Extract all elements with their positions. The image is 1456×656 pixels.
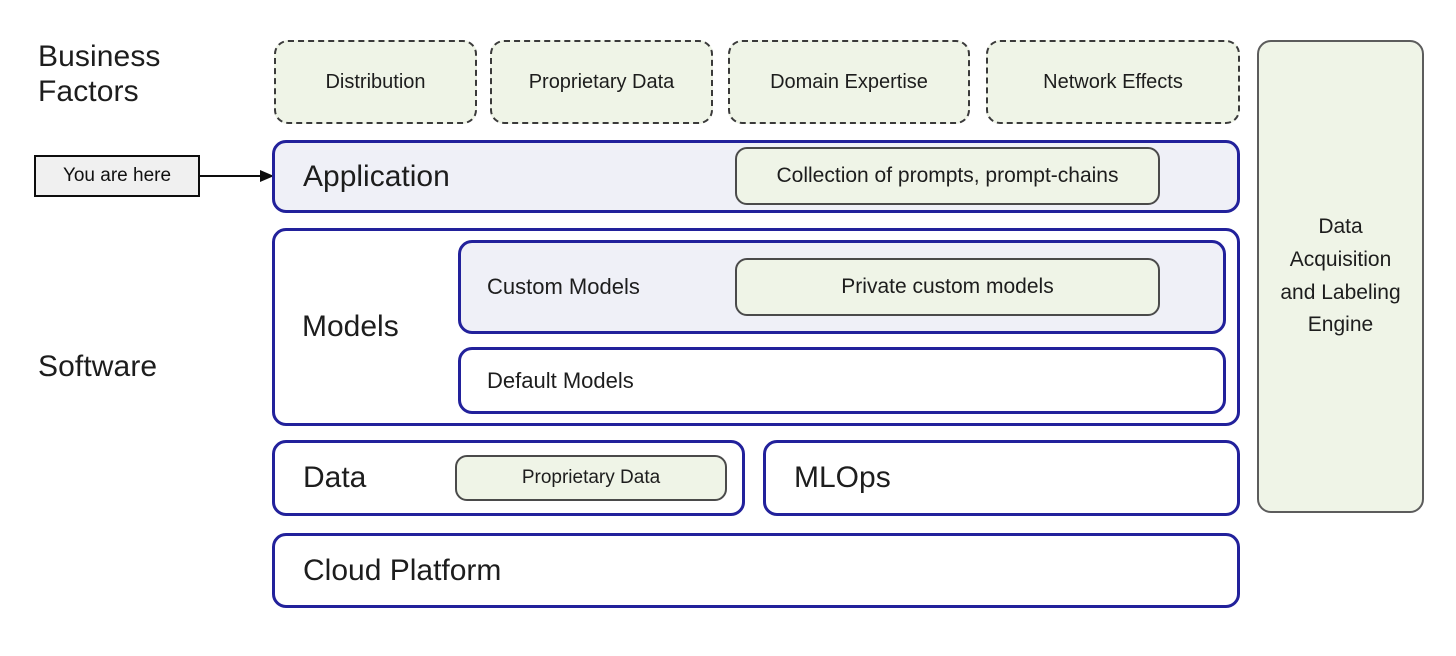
business-factor-tag[interactable]: Proprietary Data bbox=[490, 40, 713, 124]
data-acquisition-labeling-engine-label: Data Acquisition and Labeling Engine bbox=[1280, 215, 1401, 337]
business-factor-label: Distribution bbox=[325, 70, 426, 93]
layer-mlops[interactable]: MLOps bbox=[763, 440, 1240, 516]
layer-mlops-label: MLOps bbox=[794, 461, 891, 494]
business-factor-tag[interactable]: Domain Expertise bbox=[728, 40, 970, 124]
layer-cloud-platform-label: Cloud Platform bbox=[303, 553, 502, 587]
sublayer-custom-models-label: Custom Models bbox=[487, 274, 640, 299]
layer-data-label: Data bbox=[303, 461, 367, 494]
business-factor-label: Network Effects bbox=[1043, 70, 1183, 93]
section-label-software: Software bbox=[38, 350, 158, 383]
layer-cloud-platform[interactable]: Cloud Platform bbox=[272, 533, 1240, 608]
you-are-here-callout: You are here bbox=[34, 155, 200, 197]
business-factor-tag[interactable]: Distribution bbox=[274, 40, 477, 124]
application-prompts-pill[interactable]: Collection of prompts, prompt-chains bbox=[735, 147, 1160, 205]
layer-application-label: Application bbox=[303, 159, 450, 193]
data-acquisition-labeling-engine-panel[interactable]: Data Acquisition and Labeling Engine bbox=[1257, 40, 1424, 513]
data-proprietary-label: Proprietary Data bbox=[521, 467, 661, 488]
layer-models-label: Models bbox=[302, 310, 399, 343]
business-factor-label: Domain Expertise bbox=[770, 70, 928, 93]
sublayer-default-models[interactable]: Default Models bbox=[458, 347, 1226, 414]
private-custom-models-label: Private custom models bbox=[841, 275, 1054, 298]
private-custom-models-pill[interactable]: Private custom models bbox=[735, 258, 1160, 316]
application-prompts-label: Collection of prompts, prompt-chains bbox=[776, 164, 1119, 187]
business-factor-tag[interactable]: Network Effects bbox=[986, 40, 1240, 124]
sublayer-default-models-label: Default Models bbox=[487, 367, 634, 393]
data-proprietary-pill[interactable]: Proprietary Data bbox=[455, 455, 727, 501]
section-label-business-factors: Business Factors bbox=[38, 40, 161, 108]
business-factor-label: Proprietary Data bbox=[528, 70, 675, 93]
arrow-right-icon bbox=[200, 166, 276, 186]
you-are-here-label: You are here bbox=[62, 165, 172, 186]
